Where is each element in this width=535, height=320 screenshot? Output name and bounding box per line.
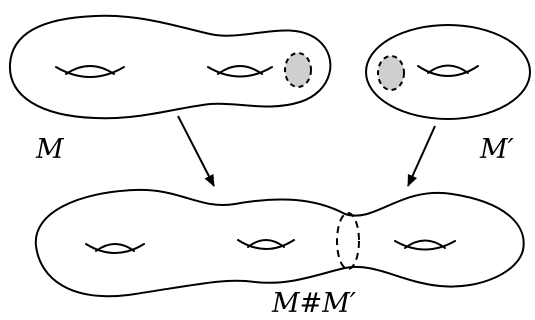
- arrow-from-m: [178, 116, 214, 186]
- surface-m-prime: [366, 25, 530, 119]
- removed-disk-m: [285, 53, 311, 87]
- label-m: M: [35, 134, 65, 165]
- gluing-circle: [337, 213, 359, 269]
- label-connected-sum: M#M′: [271, 288, 356, 319]
- removed-disk-m-prime: [378, 56, 404, 90]
- surface-m-handle-2: [208, 66, 272, 77]
- connected-sum-handle-2: [238, 240, 294, 249]
- surface-m-prime-handle: [418, 66, 478, 77]
- arrow-from-m-prime: [408, 126, 435, 186]
- connected-sum-handle-1: [86, 244, 144, 253]
- connected-sum-handle-3: [395, 241, 455, 250]
- surface-m-handle-1: [56, 66, 124, 77]
- label-m-prime: M′: [479, 134, 514, 165]
- surface-connected-sum: [36, 190, 524, 296]
- surface-m: [10, 16, 331, 118]
